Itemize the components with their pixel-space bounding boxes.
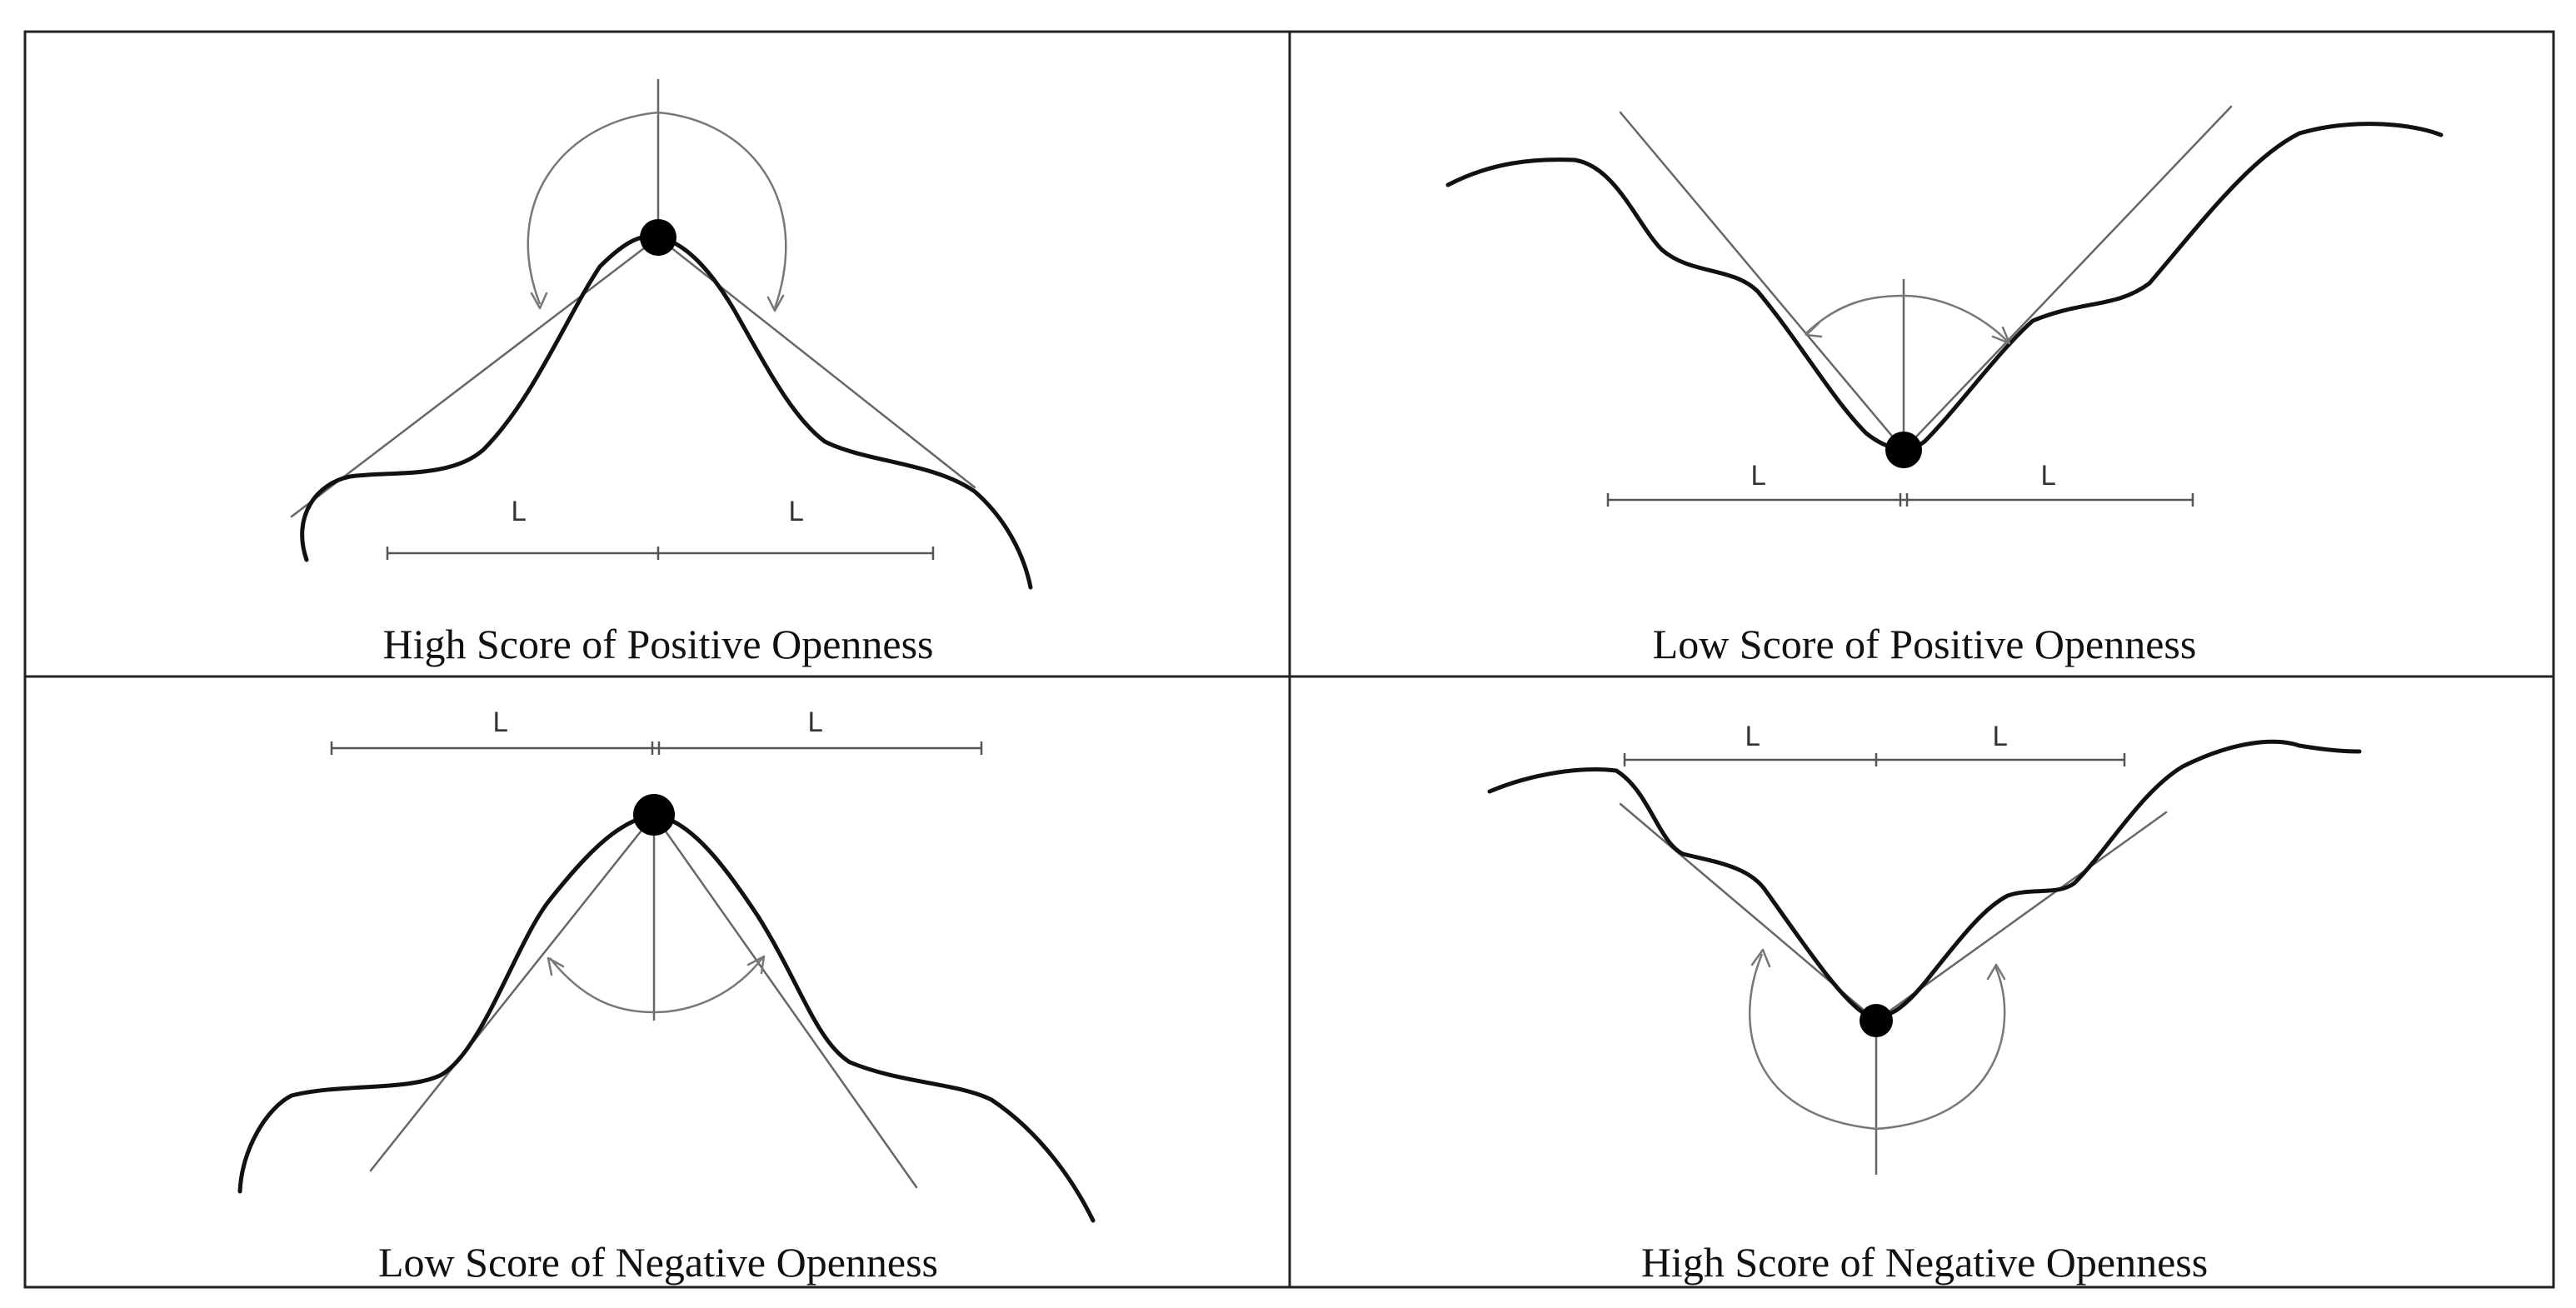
left-arrowhead xyxy=(1750,948,1771,968)
panel-low-negative-openness: L L Low Score of Negative Openness xyxy=(237,706,1096,1286)
left-tangent-line xyxy=(369,813,656,1172)
panel-grid xyxy=(23,30,2555,1289)
observation-point xyxy=(1860,1004,1893,1037)
panel-caption: High Score of Negative Openness xyxy=(1641,1239,2208,1286)
openness-angle-arc xyxy=(549,957,763,1014)
observation-point xyxy=(640,219,676,256)
length-label-right: L xyxy=(788,496,803,527)
right-arrowhead xyxy=(766,294,785,312)
length-label-right: L xyxy=(2040,460,2055,492)
right-tangent-line xyxy=(656,236,976,489)
length-label-left: L xyxy=(1750,460,1765,492)
right-arrowhead xyxy=(1986,963,2006,981)
left-tangent-line xyxy=(1619,111,1905,452)
length-label-left: L xyxy=(492,706,507,738)
panel-caption: High Score of Positive Openness xyxy=(382,621,933,667)
terrain-profile xyxy=(1487,739,2362,1020)
terrain-profile xyxy=(300,234,1033,590)
right-arrowhead xyxy=(746,955,766,975)
left-arrowhead xyxy=(547,956,565,976)
observation-point xyxy=(1885,432,1922,468)
openness-angle-arc xyxy=(527,111,787,309)
panel-high-positive-openness: L L High Score of Positive Openness xyxy=(290,79,1033,667)
right-tangent-line xyxy=(1902,105,2233,452)
openness-angle-arc xyxy=(1748,953,2006,1131)
length-label-left: L xyxy=(1745,721,1760,752)
panel-low-positive-openness: L L Low Score of Positive Openness xyxy=(1445,105,2444,667)
terrain-profile xyxy=(237,812,1096,1223)
right-tangent-line xyxy=(652,813,918,1189)
panel-high-negative-openness: L L High Score of Negative Openness xyxy=(1487,721,2362,1286)
left-arrowhead xyxy=(1805,322,1823,338)
left-arrowhead xyxy=(530,292,548,310)
length-label-left: L xyxy=(511,496,526,527)
panel-caption: Low Score of Positive Openness xyxy=(1653,621,2197,667)
observation-point xyxy=(633,794,675,836)
length-label-right: L xyxy=(807,706,822,738)
openness-angle-arc xyxy=(1805,294,2009,342)
terrain-profile xyxy=(1445,122,2444,452)
length-label-right: L xyxy=(1992,721,2007,752)
left-tangent-line xyxy=(290,236,660,518)
right-arrowhead xyxy=(1991,326,2011,345)
panel-caption: Low Score of Negative Openness xyxy=(378,1239,938,1286)
